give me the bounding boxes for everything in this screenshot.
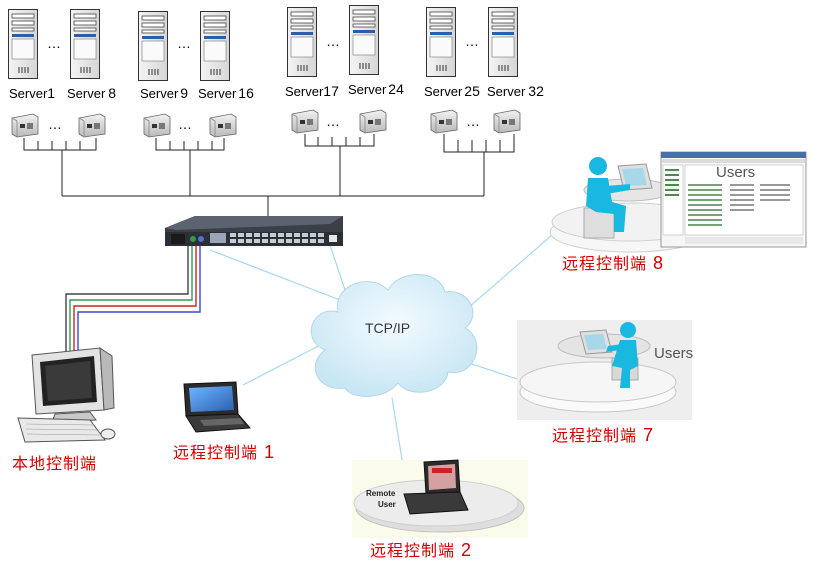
dongle-icon [359, 109, 387, 134]
dongle-icon [78, 113, 106, 138]
server-label-1: Server1 [9, 85, 55, 101]
server-tower-9 [138, 11, 168, 81]
local-console-cables [65, 246, 201, 352]
dongle-icon [209, 113, 237, 138]
server-bus-wiring [23, 134, 515, 216]
kvm-dongles: … … … … [11, 109, 521, 138]
network-links [209, 227, 561, 479]
server-tower-24 [349, 5, 379, 75]
server-tower-32 [488, 7, 518, 77]
remote-console-2: Remote User [352, 459, 528, 538]
ellipsis: … [177, 35, 191, 51]
dongle-icon [11, 113, 39, 138]
server-tower-1 [8, 9, 38, 79]
dongle-icon [493, 109, 521, 134]
dongle-icon [291, 109, 319, 134]
remote-console-1 [183, 381, 252, 433]
ellipsis: … [466, 113, 480, 129]
users-label-7: Users [654, 345, 693, 362]
server-label-17: Server17 [285, 83, 339, 99]
server-tower-17 [287, 7, 317, 77]
ellipsis: … [326, 113, 340, 129]
ellipsis: … [47, 35, 61, 51]
kvm-switch [165, 216, 343, 246]
tcpip-cloud: TCP/IP [310, 274, 478, 397]
server-tower-25 [426, 7, 456, 77]
ellipsis: … [465, 33, 479, 49]
server-tower-16 [200, 11, 230, 81]
dongle-icon [430, 109, 458, 134]
dongle-icon [143, 113, 171, 138]
ellipsis: … [178, 116, 192, 132]
tower-ellipses: … … … … [47, 33, 479, 51]
remote-console-8: Users [549, 151, 807, 253]
cloud-label: TCP/IP [365, 320, 410, 336]
ellipsis: … [48, 116, 62, 132]
remote-user-label-line2: User [378, 500, 396, 509]
remote-user-label-line1: Remote [366, 489, 396, 498]
server-tower-8 [70, 9, 100, 79]
server-towers [8, 5, 518, 81]
remote-console-7: Users [517, 320, 693, 420]
ellipsis: … [326, 33, 340, 49]
local-console-label: 本地控制端 [12, 454, 97, 473]
local-console-computer [17, 347, 116, 443]
users-label-8: Users [716, 164, 755, 181]
